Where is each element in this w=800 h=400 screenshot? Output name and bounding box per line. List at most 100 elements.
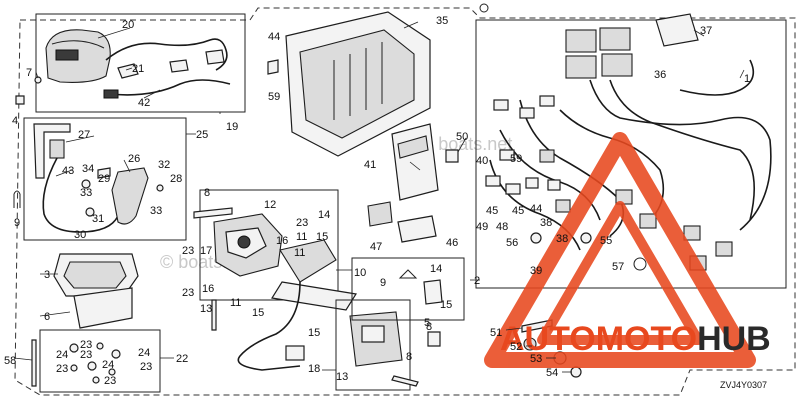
harness-connector xyxy=(493,99,509,111)
callout-40: 40 xyxy=(476,155,488,167)
callout-8c: 8 xyxy=(406,351,412,363)
callout-58: 58 xyxy=(4,355,16,367)
callout-15d: 15 xyxy=(440,299,452,311)
callout-54: 54 xyxy=(546,367,558,379)
callout-35-bolt-left: 33 xyxy=(80,187,92,199)
callout-23e: 23 xyxy=(104,375,116,387)
connector-plug xyxy=(169,59,189,73)
callout-59a: 59 xyxy=(268,91,280,103)
callout-9a: 9 xyxy=(14,217,20,229)
relay-block xyxy=(361,325,385,343)
connector-plug xyxy=(205,49,225,65)
cable-connector xyxy=(285,345,305,361)
switch-cable xyxy=(42,157,119,233)
callout-19: 19 xyxy=(226,121,238,133)
callout-23a: 23 xyxy=(80,339,92,351)
callout-23f: 23 xyxy=(296,217,308,229)
group-box-25 xyxy=(23,117,187,241)
callout-7: 7 xyxy=(26,67,32,79)
connector-plug xyxy=(117,63,139,79)
callout-4: 4 xyxy=(12,115,18,127)
harness-terminal xyxy=(103,89,119,99)
remote-cable xyxy=(105,38,228,71)
harness-connector xyxy=(547,179,561,191)
switch-cable xyxy=(237,281,301,371)
nut-icon xyxy=(523,337,537,351)
callout-23h: 23 xyxy=(182,287,194,299)
callout-48: 48 xyxy=(496,221,508,233)
callout-13a: 13 xyxy=(200,303,212,315)
callout-23g: 23 xyxy=(182,245,194,257)
mount-bracket xyxy=(33,123,71,179)
brand-logo-text: AUTOMOTOHUB xyxy=(500,320,771,358)
callout-24a: 24 xyxy=(56,349,68,361)
callout-15a: 15 xyxy=(316,231,328,243)
callout-46: 46 xyxy=(446,237,458,249)
remote-edge xyxy=(51,40,105,49)
meter-lens xyxy=(63,261,127,289)
harness-connector xyxy=(499,149,515,161)
ecu-connector xyxy=(397,135,429,159)
bolt-head xyxy=(427,331,441,347)
callout-25: 25 xyxy=(196,129,208,141)
callout-39: 39 xyxy=(530,265,542,277)
ecu-module xyxy=(391,123,439,201)
callout-44a: 44 xyxy=(268,31,280,43)
callout-15b: 15 xyxy=(252,307,264,319)
washer-icon xyxy=(92,376,100,384)
group-box-18 xyxy=(335,299,411,391)
long-bolt xyxy=(31,339,37,387)
callout-55: 55 xyxy=(600,235,612,247)
callout-35: 35 xyxy=(436,15,448,27)
switch-body xyxy=(49,139,65,159)
lever-assembly xyxy=(111,167,149,225)
callout-10: 10 xyxy=(354,267,366,279)
callout-36: 36 xyxy=(654,69,666,81)
washer-icon xyxy=(96,342,104,350)
harness-connector xyxy=(555,199,571,213)
callout-16b: 16 xyxy=(202,283,214,295)
rubber-boot xyxy=(655,13,699,47)
nut-icon xyxy=(87,361,97,371)
callout-23d: 23 xyxy=(140,361,152,373)
callout-31: 31 xyxy=(92,213,104,225)
harness-connector xyxy=(639,213,657,229)
callout-3: 3 xyxy=(44,269,50,281)
leader-lines xyxy=(13,21,745,373)
callout-21: 21 xyxy=(132,63,144,75)
harness-connector xyxy=(715,241,733,257)
grommet-icon xyxy=(530,232,542,244)
callout-18: 18 xyxy=(308,363,320,375)
callout-17: 17 xyxy=(200,245,212,257)
callout-34: 34 xyxy=(82,163,94,175)
callout-29: 29 xyxy=(98,173,110,185)
callout-42: 42 xyxy=(138,97,150,109)
washer-icon xyxy=(108,368,116,376)
brand-logo xyxy=(484,132,756,368)
harness-connector xyxy=(505,183,521,195)
callout-37: 37 xyxy=(700,25,712,37)
callout-14b: 14 xyxy=(430,263,442,275)
watermark-text: © boats.net xyxy=(420,134,512,154)
screw xyxy=(211,299,217,331)
bracket-inner xyxy=(299,29,415,139)
group-box-2 xyxy=(351,257,465,321)
callout-41: 41 xyxy=(364,159,376,171)
callout-44b: 44 xyxy=(530,203,542,215)
clip-icon xyxy=(398,269,418,279)
band-clip-icon xyxy=(633,257,647,271)
callout-15c: 15 xyxy=(308,327,320,339)
callout-8a: 8 xyxy=(204,187,210,199)
relay-large xyxy=(397,215,437,243)
callout-labels: 20 7 4 21 42 19 25 27 26 32 34 43 29 28 … xyxy=(4,15,750,387)
callout-2: 2 xyxy=(474,275,480,287)
callout-52: 52 xyxy=(510,341,522,353)
washer-icon xyxy=(70,364,78,372)
callout-49: 49 xyxy=(476,221,488,233)
key-switch-icon xyxy=(237,235,251,249)
relay-small xyxy=(367,201,393,227)
fuse-holder xyxy=(423,279,443,305)
callout-50: 50 xyxy=(456,131,468,143)
